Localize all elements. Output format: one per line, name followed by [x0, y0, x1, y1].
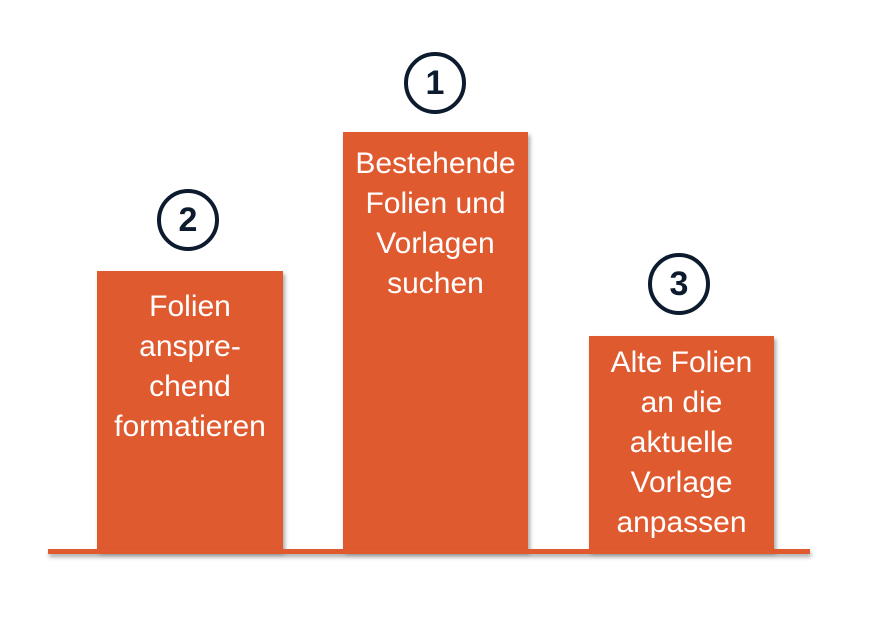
rank-number-first: 1 — [425, 63, 445, 102]
podium-bar-second: Folien anspre- chend formatieren — [97, 271, 283, 551]
rank-number-third: 3 — [669, 264, 689, 303]
rank-badge-first: 1 — [404, 52, 466, 114]
podium-label-second: Folien anspre- chend formatieren — [114, 290, 266, 443]
podium-label-first: Bestehende Folien und Vorlagen suchen — [355, 147, 516, 300]
podium-baseline — [48, 549, 810, 554]
rank-badge-third: 3 — [648, 253, 710, 315]
podium-bar-third: Alte Folien an die aktuelle Vorlage anpa… — [589, 336, 774, 551]
podium-label-third: Alte Folien an die aktuelle Vorlage anpa… — [610, 346, 753, 539]
rank-badge-second: 2 — [157, 189, 219, 251]
podium-bar-first: Bestehende Folien und Vorlagen suchen — [343, 132, 528, 551]
rank-number-second: 2 — [178, 200, 198, 239]
